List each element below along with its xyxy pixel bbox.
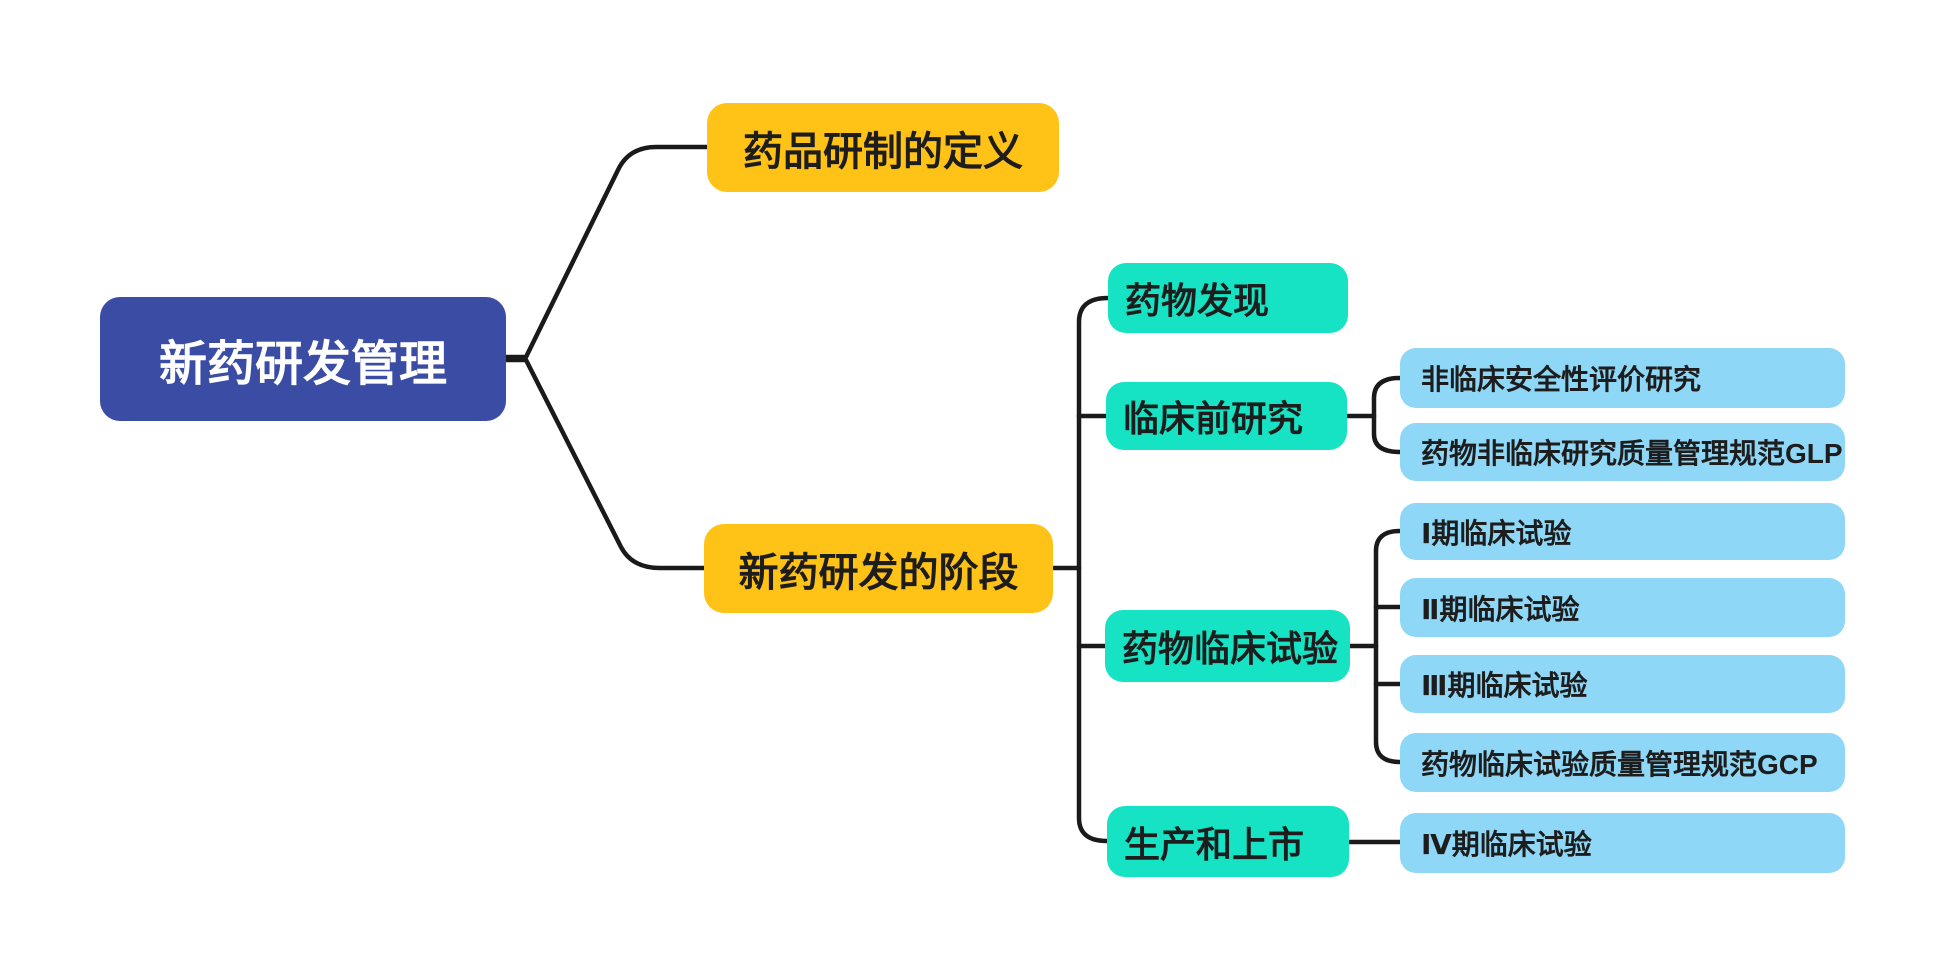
- node-drug-development-definition[interactable]: 药品研制的定义: [707, 103, 1059, 192]
- node-new-drug-rnd-stages[interactable]: 新药研发的阶段: [704, 524, 1053, 613]
- node-phase-4-clinical-trial[interactable]: Ⅳ期临床试验: [1400, 813, 1845, 873]
- node-root[interactable]: 新药研发管理: [100, 297, 506, 421]
- node-drug-clinical-trials[interactable]: 药物临床试验: [1105, 610, 1350, 682]
- connector-clinical-bracket: [1373, 528, 1403, 765]
- node-phase-3-clinical-trial[interactable]: Ⅲ期临床试验: [1400, 655, 1845, 713]
- connector-preclinical-bracket: [1371, 375, 1403, 455]
- node-preclinical-research[interactable]: 临床前研究: [1106, 382, 1347, 450]
- node-nonclinical-safety-evaluation[interactable]: 非临床安全性评价研究: [1400, 348, 1845, 408]
- node-gcp-regulation[interactable]: 药物临床试验质量管理规范GCP: [1400, 733, 1845, 792]
- connector-root-to-definition: [502, 144, 710, 360]
- node-production-and-launch[interactable]: 生产和上市: [1107, 806, 1349, 877]
- node-glp-regulation[interactable]: 药物非临床研究质量管理规范GLP: [1400, 423, 1845, 481]
- connector-root-to-stages: [502, 357, 707, 571]
- node-drug-discovery[interactable]: 药物发现: [1108, 263, 1348, 333]
- connector-stages-trunk: [1076, 295, 1111, 844]
- node-phase-2-clinical-trial[interactable]: Ⅱ期临床试验: [1400, 578, 1845, 637]
- node-phase-1-clinical-trial[interactable]: Ⅰ期临床试验: [1400, 503, 1845, 560]
